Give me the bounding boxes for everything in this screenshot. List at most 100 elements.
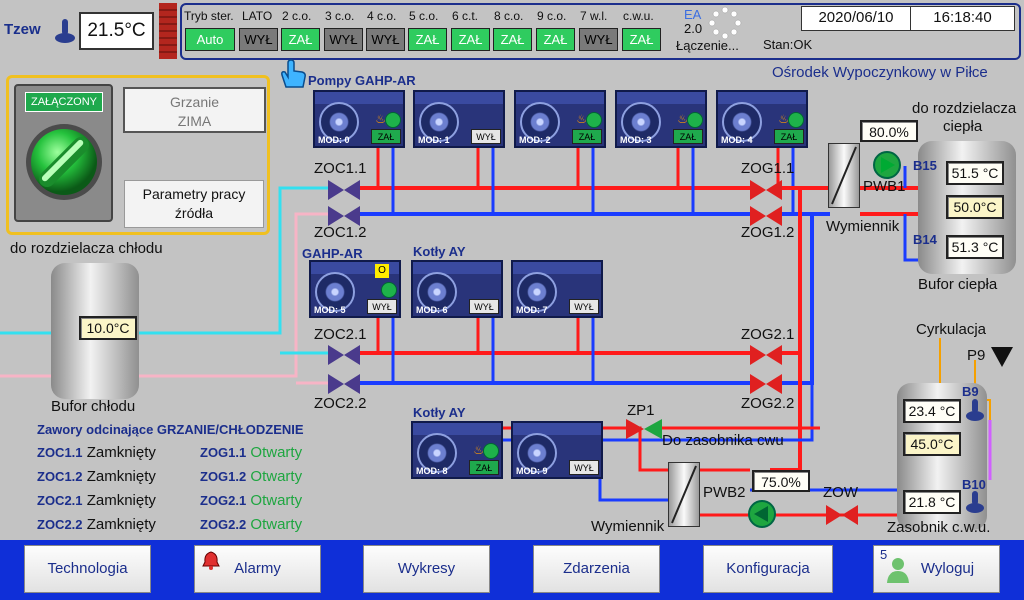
mode-season-toggle[interactable]: WYŁ xyxy=(239,28,278,51)
heat-buffer-label: Bufor ciepła xyxy=(918,276,998,293)
fan-icon xyxy=(319,102,359,142)
dhw-setpoint: 45.0°C xyxy=(903,432,961,456)
unit-module: MOD: 9 xyxy=(516,466,548,476)
nav-technology-button[interactable]: Technologia xyxy=(24,545,151,593)
circuit-toggle[interactable]: WYŁ xyxy=(579,28,618,51)
dhw-direction-label: Do zasobnika cwu xyxy=(662,432,784,449)
valve-label: ZP1 xyxy=(627,402,655,419)
fan-icon xyxy=(621,102,661,142)
valve-status-row: ZOG1.1 Otwarty xyxy=(200,444,302,461)
butterfly-valve-icon[interactable] xyxy=(328,374,360,394)
circuit-toggle[interactable]: WYŁ xyxy=(366,28,405,51)
pump-icon[interactable] xyxy=(747,499,777,529)
alarm-bell-icon xyxy=(202,551,220,570)
power-switch[interactable] xyxy=(22,120,106,204)
valve-status-state: Otwarty xyxy=(250,516,303,533)
circuit-toggle[interactable]: ZAŁ xyxy=(451,28,490,51)
unit-module: MOD: 6 xyxy=(416,305,448,315)
heat-distributor-label-1: do rozdzielacza xyxy=(912,100,1017,117)
section-title: Pompy GAHP-AR xyxy=(308,73,416,88)
fan-icon xyxy=(417,272,457,312)
boiler-unit[interactable]: WYŁ MOD: 6 xyxy=(411,260,503,318)
butterfly-valve-icon[interactable] xyxy=(750,374,782,394)
butterfly-valve-icon[interactable] xyxy=(328,206,360,226)
circuit-toggle[interactable]: ZAŁ xyxy=(281,28,320,51)
unit-module: MOD: 4 xyxy=(721,135,753,145)
control-mode-panel xyxy=(180,3,1021,60)
pump-label: PWB2 xyxy=(703,484,746,501)
valve-status-row: ZOG2.1 Otwarty xyxy=(200,492,302,509)
sensor-label: B9 xyxy=(962,384,979,399)
fan-icon xyxy=(419,102,459,142)
valve-status-row: ZOG1.2 Otwarty xyxy=(200,468,302,485)
nav-events-button[interactable]: Zdarzenia xyxy=(533,545,660,593)
circuit-toggle[interactable]: ZAŁ xyxy=(493,28,532,51)
circuit-label: 6 c.t. xyxy=(452,9,479,23)
section-title: Kotły AY xyxy=(413,405,466,420)
valve-status-name: ZOG2.1 xyxy=(200,493,247,508)
circuit-toggle[interactable]: ZAŁ xyxy=(536,28,575,51)
butterfly-valve-icon[interactable] xyxy=(328,180,360,200)
user-icon xyxy=(887,558,909,583)
valve-status-state: Zamknięty xyxy=(86,516,156,533)
butterfly-valve-icon[interactable] xyxy=(750,345,782,365)
nav-config-button[interactable]: Konfiguracja xyxy=(703,545,833,593)
fan-icon xyxy=(520,102,560,142)
fan-icon xyxy=(517,433,557,473)
connecting-status: Łączenie... xyxy=(676,38,739,53)
unit-state: ZAŁ xyxy=(673,129,703,144)
cold-distributor-label: do rozdzielacza chłodu xyxy=(10,240,163,257)
brick-wall-icon xyxy=(159,3,177,59)
unit-state: WYŁ xyxy=(469,299,499,314)
butterfly-valve-icon[interactable] xyxy=(750,180,782,200)
nav-charts-button[interactable]: Wykresy xyxy=(363,545,490,593)
nav-logout-button[interactable]: 5 Wyloguj xyxy=(873,545,1000,593)
circuit-toggle[interactable]: ZAŁ xyxy=(622,28,661,51)
source-params-button[interactable]: Parametry pracy źródła xyxy=(124,180,264,228)
pump-icon xyxy=(687,112,703,128)
circuit-label: 8 c.o. xyxy=(494,9,524,23)
valve-status-state: Zamknięty xyxy=(86,444,156,461)
three-way-valve-icon[interactable] xyxy=(626,418,662,440)
cold-buffer-label: Bufor chłodu xyxy=(51,398,136,415)
butterfly-valve-icon[interactable] xyxy=(750,206,782,226)
flame-icon: ♨ xyxy=(778,112,789,126)
fan-icon xyxy=(722,102,762,142)
nav-alarms-label: Alarmy xyxy=(234,560,281,577)
pump-icon xyxy=(385,112,401,128)
nav-alarms-button[interactable]: Alarmy xyxy=(194,545,321,593)
thermometer-icon xyxy=(55,19,75,43)
hand-pointer-icon[interactable] xyxy=(276,57,310,91)
pump-icon[interactable] xyxy=(990,346,1014,368)
section-title: Kotły AY xyxy=(413,244,466,259)
valve-status-state: Otwarty xyxy=(250,468,303,485)
butterfly-valve-icon[interactable] xyxy=(328,345,360,365)
params-line1: Parametry pracy xyxy=(142,186,246,202)
pump-icon[interactable] xyxy=(872,150,902,180)
circuit-toggle[interactable]: WYŁ xyxy=(324,28,363,51)
circuit-toggle[interactable]: ZAŁ xyxy=(408,28,447,51)
circuit-label: 9 c.o. xyxy=(537,9,567,23)
pump-icon xyxy=(788,112,804,128)
butterfly-valve-icon[interactable] xyxy=(826,505,858,525)
circuit-label: 4 c.o. xyxy=(367,9,397,23)
fan-icon xyxy=(517,272,557,312)
pump-icon xyxy=(483,443,499,459)
valve-status-row: ZOC1.2 Zamknięty xyxy=(37,468,156,485)
switch-state-badge: ZAŁĄCZONY xyxy=(25,92,103,112)
circuit-label: 2 c.o. xyxy=(282,9,312,23)
time-display: 16:18:40 xyxy=(910,6,1015,31)
valve-status-name: ZOC2.2 xyxy=(37,517,83,532)
user-level: 5 xyxy=(880,547,888,562)
mode-auto-button[interactable]: Auto xyxy=(185,28,235,51)
ea-label: EA xyxy=(684,7,702,22)
